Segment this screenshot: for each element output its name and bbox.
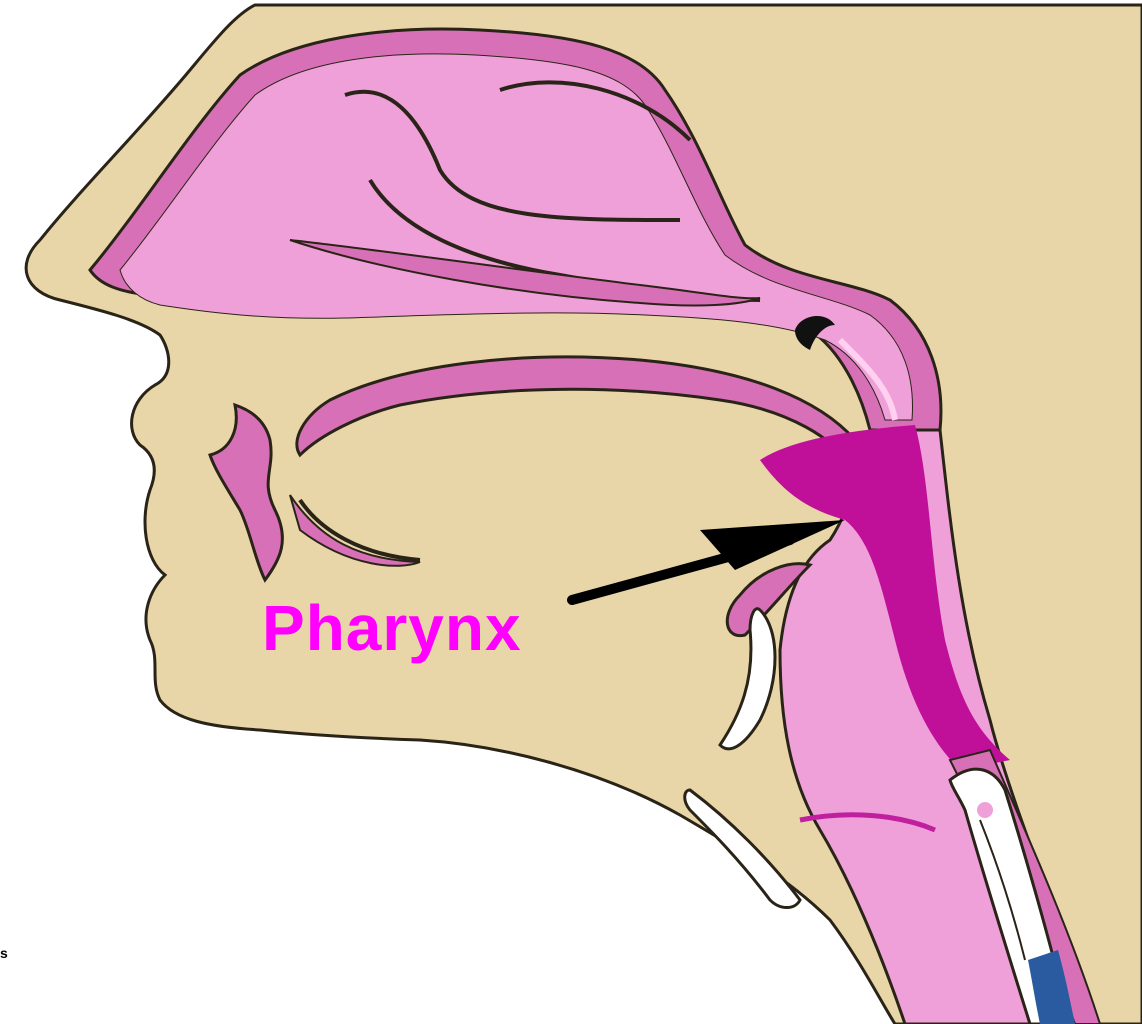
corner-glyph: s [0, 945, 8, 961]
tube-dot [977, 802, 993, 818]
pharynx-label: Pharynx [262, 592, 522, 664]
